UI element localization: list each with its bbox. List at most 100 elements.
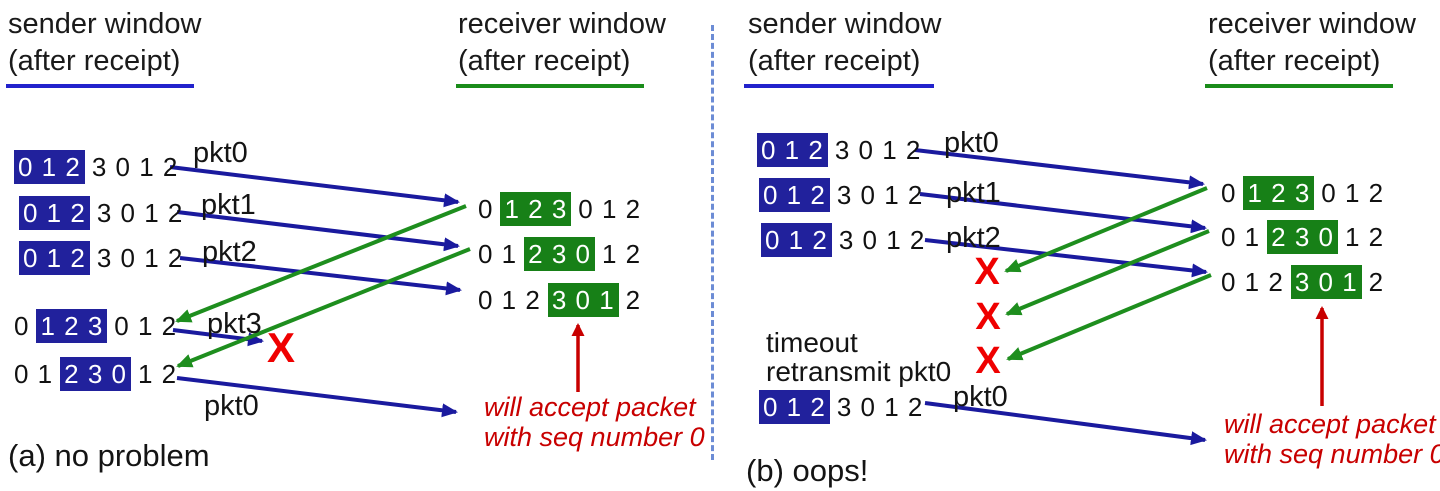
seq-post: 3 0 1 2 <box>96 198 184 228</box>
panel-a-pkt3-label: pkt3 <box>207 308 262 340</box>
panel-b-receiver-header-title: receiver window <box>1208 8 1416 40</box>
panel-b-pkt2-label: pkt2 <box>946 222 1001 254</box>
panel-b-pkt1-label: pkt1 <box>946 177 1001 209</box>
panel-b-caption: (b) oops! <box>746 453 869 488</box>
seq-window: 2 3 0 <box>60 357 131 391</box>
panel-a-receiver-underline <box>456 84 644 88</box>
panel-b-loss-x-icon-2: X <box>975 296 1001 339</box>
panel-b-pkt0-label: pkt0 <box>944 127 999 159</box>
panel-b-pkt0-retransmit-label: pkt0 <box>953 381 1008 413</box>
panel-a-sender-header: sender window (after receipt) <box>8 6 201 80</box>
seq-post: 3 0 1 2 <box>91 152 179 182</box>
arrow-a-pkt2 <box>179 256 462 296</box>
seq-post: 3 0 1 2 <box>838 225 926 255</box>
panel-a-sender-underline <box>6 84 194 88</box>
seq-post: 2 <box>1368 267 1385 297</box>
seq-post: 0 1 2 <box>578 194 642 224</box>
panel-b-receiver-underline <box>1205 84 1393 88</box>
seq-window: 1 2 3 <box>36 309 108 343</box>
seq-post: 3 0 1 2 <box>834 135 922 165</box>
seq-window: 0 1 2 <box>757 133 828 167</box>
seq-window: 1 2 3 <box>500 192 572 226</box>
panel-b-ack-arrows <box>1004 186 1212 361</box>
panel-a-receiver-header-subtitle: (after receipt) <box>458 45 631 77</box>
arrow-a-pkt0-retransmit <box>176 376 458 418</box>
seq-pre: 0 <box>1221 178 1237 208</box>
seq-post: 3 0 1 2 <box>96 243 184 273</box>
panel-b-note: will accept packet with seq number 0 <box>1224 409 1440 469</box>
arrow-a-pkt1 <box>176 210 460 252</box>
arrow-a-ack0 <box>175 204 467 323</box>
seq-pre: 0 1 <box>14 359 54 389</box>
arrow-b-ack1-lost <box>1005 229 1210 316</box>
panel-b-sender-header-subtitle: (after receipt) <box>748 45 921 77</box>
panel-divider <box>711 25 714 460</box>
panel-a-receiver-header-title: receiver window <box>458 8 666 40</box>
panel-a-note-line2: with seq number 0 <box>484 422 705 452</box>
seq-pre: 0 <box>14 311 30 341</box>
seq-post: 1 2 <box>601 239 642 269</box>
seq-pre: 0 1 <box>1221 222 1261 252</box>
seq-window: 0 1 2 <box>19 196 90 230</box>
seq-window: 0 1 2 <box>19 241 90 275</box>
seq-window: 0 1 2 <box>759 390 830 424</box>
panel-a-receiver-header: receiver window (after receipt) <box>458 6 666 80</box>
seq-pre: 0 <box>478 194 494 224</box>
panel-b-note-line1: will accept packet <box>1224 409 1436 439</box>
arrow-b-pkt1 <box>919 192 1207 234</box>
seq-window: 2 3 0 <box>1267 220 1338 254</box>
panel-b-loss-x-icon-3: X <box>975 340 1001 383</box>
seq-post: 3 0 1 2 <box>836 392 924 422</box>
arrow-b-ack0-lost <box>1004 186 1208 273</box>
panel-b-receiver-header: receiver window (after receipt) <box>1208 6 1416 80</box>
arrow-b-pkt2 <box>924 238 1208 278</box>
seq-window: 3 0 1 <box>547 283 619 317</box>
seq-window: 2 3 0 <box>524 237 595 271</box>
arrow-b-pkt0 <box>914 148 1205 190</box>
panel-a-packet-arrows <box>169 165 462 418</box>
arrow-a-ack1 <box>176 247 471 368</box>
seq-post: 2 <box>625 285 642 315</box>
seq-window: 0 1 2 <box>761 223 832 257</box>
panel-b-sender-header: sender window (after receipt) <box>748 6 941 80</box>
seq-window: 1 2 3 <box>1243 176 1315 210</box>
panel-a-pkt0-label: pkt0 <box>193 137 248 169</box>
panel-b-sender-header-title: sender window <box>748 8 942 40</box>
seq-window: 0 1 2 <box>14 150 85 184</box>
panel-a-loss-x-icon: X <box>266 324 296 372</box>
panel-a-caption: (a) no problem <box>8 438 210 473</box>
panel-b-loss-x-icon-1: X <box>974 251 1000 294</box>
panel-a-note-line1: will accept packet <box>484 392 696 422</box>
panel-b-receiver-header-subtitle: (after receipt) <box>1208 45 1381 77</box>
panel-a-pkt2-label: pkt2 <box>202 236 257 268</box>
panel-b-note-line2: with seq number 0 <box>1224 439 1440 469</box>
arrow-b-ack2-lost <box>1006 273 1212 361</box>
seq-pre: 0 1 2 <box>478 285 541 315</box>
seq-post: 1 2 <box>1344 222 1385 252</box>
seq-window: 0 1 2 <box>759 178 830 212</box>
panel-a-sender-header-subtitle: (after receipt) <box>8 45 181 77</box>
seq-post: 0 1 2 <box>114 311 178 341</box>
seq-pre: 0 1 2 <box>1221 267 1284 297</box>
seq-window: 3 0 1 <box>1290 265 1362 299</box>
panel-b-timeout-line1: timeout <box>766 327 858 358</box>
note-pointer-arrows <box>571 306 1329 406</box>
seq-post: 1 2 <box>137 359 178 389</box>
seq-pre: 0 1 <box>478 239 518 269</box>
panel-a-pkt1-label: pkt1 <box>201 189 256 221</box>
